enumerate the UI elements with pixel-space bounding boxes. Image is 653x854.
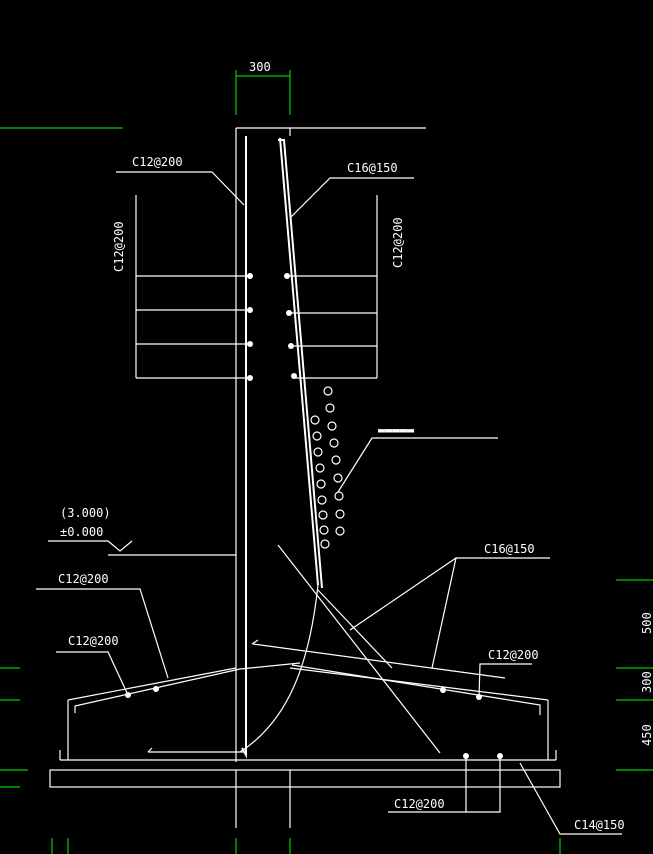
left-distribution-bars (135, 195, 250, 379)
wall-right-rebar-label: C16@150 (347, 161, 398, 175)
right-dim-1: 500 (640, 612, 653, 634)
diagonal-rebars (59, 544, 557, 760)
right-dim-2: 300 (640, 671, 653, 693)
base-bottom-label: C12@200 (394, 797, 445, 811)
slab-left-top-label: C12@200 (58, 572, 109, 586)
width-dimension-label: 300 (249, 60, 271, 74)
elevation-main-label: ±0.000 (60, 525, 103, 539)
wall-rebars (239, 136, 323, 759)
anchor-note-label: ▬▬▬▬▬ (378, 423, 415, 437)
anchor-bar-rings (310, 386, 345, 549)
concrete-outline (49, 127, 561, 828)
diagonal-rebar-label: C16@150 (484, 542, 535, 556)
slab-right-label: C12@200 (488, 648, 539, 662)
wall-left-rebar-label: C12@200 (132, 155, 183, 169)
right-dim-3: 450 (640, 724, 653, 746)
right-distribution-label: C12@200 (391, 217, 405, 268)
base-right-label: C14@150 (574, 818, 625, 832)
right-distribution-bars (288, 195, 378, 379)
slab-left-bottom-label: C12@200 (68, 634, 119, 648)
dimension-lines (0, 70, 653, 854)
elevation-top-label: (3.000) (60, 506, 111, 520)
left-distribution-label: C12@200 (112, 221, 126, 272)
rebar-dots (125, 273, 503, 759)
leader-lines (36, 171, 622, 835)
